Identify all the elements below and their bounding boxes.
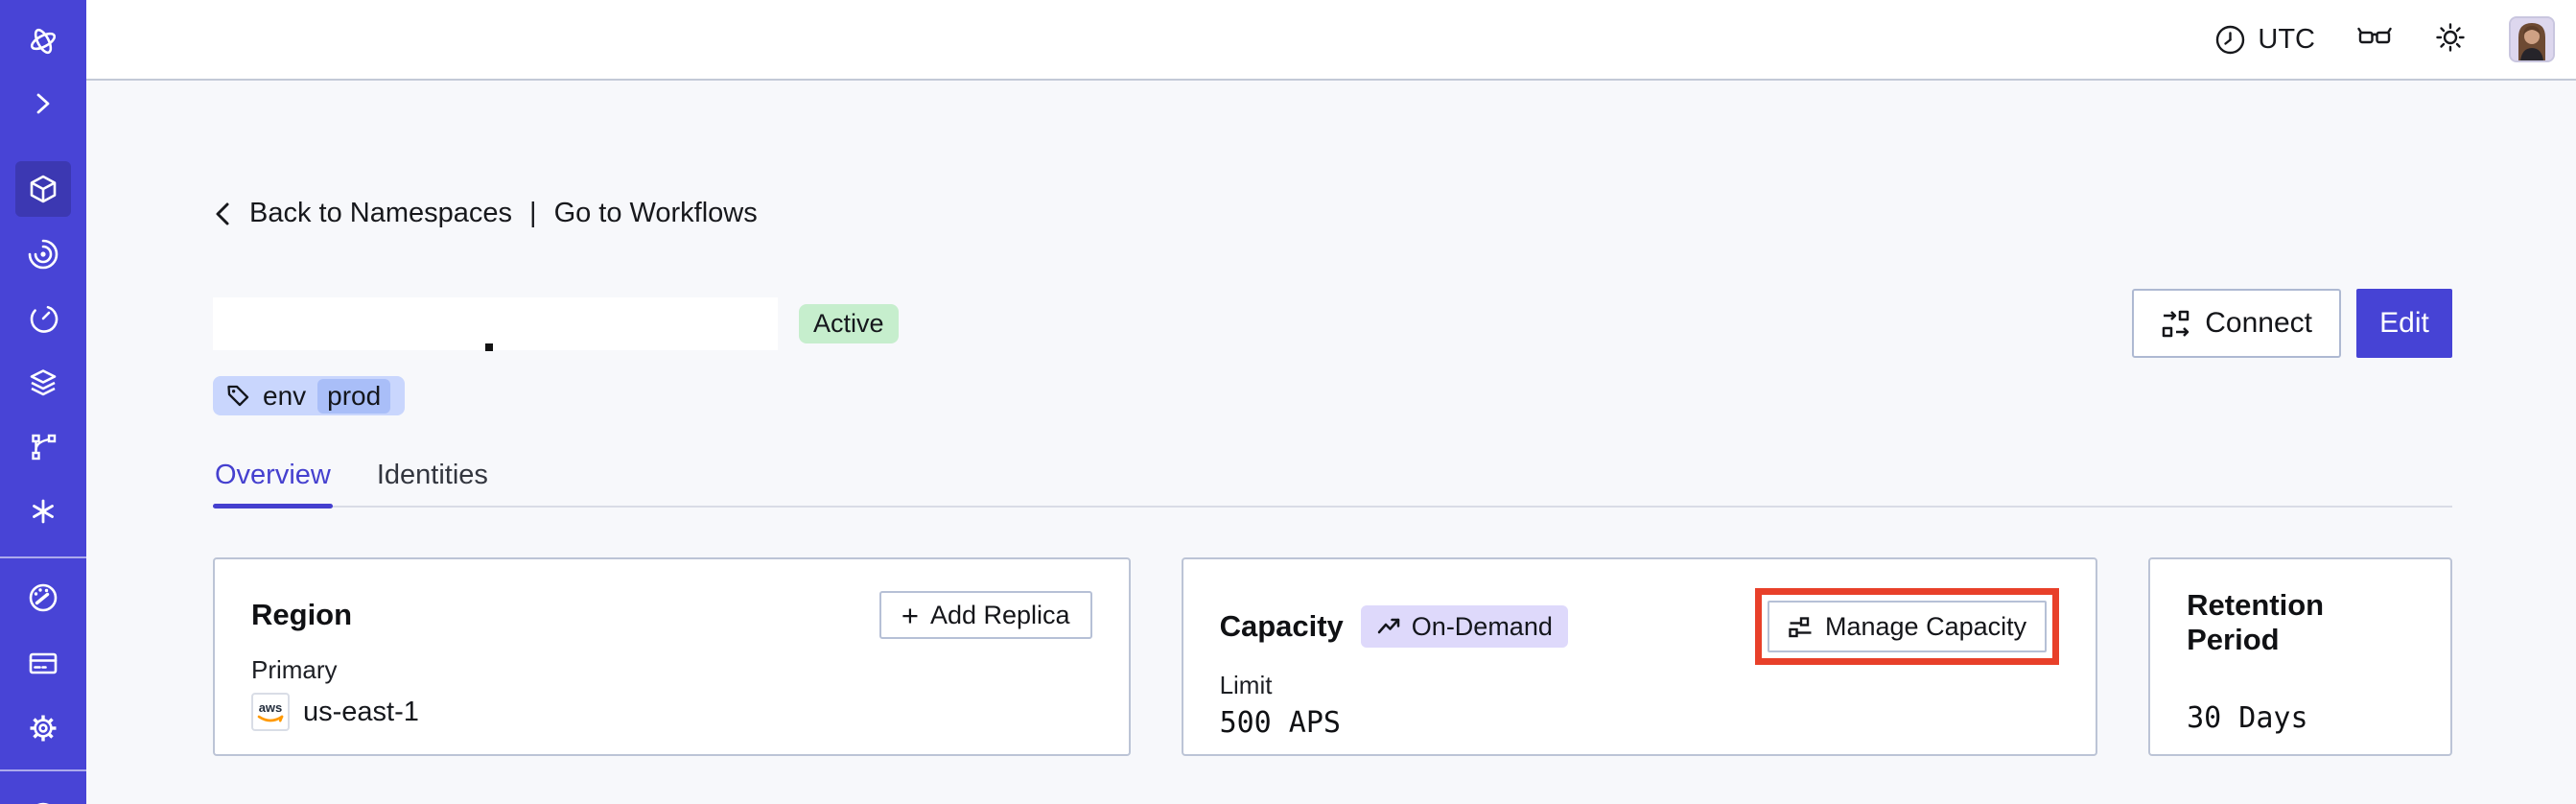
billing-card-icon xyxy=(29,652,58,674)
sidebar-item-settings[interactable] xyxy=(27,712,59,745)
settings-gear-icon xyxy=(30,715,57,742)
theme-toggle[interactable] xyxy=(2434,21,2467,59)
retention-card: Retention Period 30 Days xyxy=(2148,557,2452,756)
capacity-card: Capacity On-Demand xyxy=(1181,557,2098,756)
sidebar-expand-chevron-icon[interactable] xyxy=(27,87,59,120)
redaction-artifact xyxy=(485,343,493,351)
sidebar xyxy=(0,0,86,804)
sidebar-divider xyxy=(0,556,86,558)
labs-toggle[interactable] xyxy=(2357,25,2392,55)
capacity-value: 500 APS xyxy=(1219,706,1341,740)
breadcrumb-workflows-link[interactable]: Go to Workflows xyxy=(553,198,758,228)
plus-icon: + xyxy=(901,598,919,632)
sidebar-item-profile[interactable] xyxy=(27,789,59,804)
sidebar-item-billing[interactable] xyxy=(27,647,59,679)
schedules-timer-icon xyxy=(30,305,59,333)
tab-identities[interactable]: Identities xyxy=(376,460,488,490)
connect-icon xyxy=(2163,310,2190,337)
region-card: Region + Add Replica Primary aws xyxy=(213,557,1131,756)
temporal-logo[interactable] xyxy=(27,25,59,58)
user-avatar[interactable] xyxy=(2509,16,2555,62)
manage-capacity-label: Manage Capacity xyxy=(1825,611,2027,641)
capacity-card-title: Capacity xyxy=(1219,609,1344,643)
layers-icon xyxy=(30,369,57,396)
connect-label: Connect xyxy=(2205,307,2312,339)
usage-gauge-icon xyxy=(29,583,58,612)
sidebar-item-layers[interactable] xyxy=(27,367,59,399)
svg-text:aws: aws xyxy=(259,700,283,715)
tag-icon xyxy=(227,385,249,407)
main-content: Back to Namespaces | Go to Workflows Act… xyxy=(86,83,2576,804)
namespace-tag-chip[interactable]: env prod xyxy=(213,376,406,415)
namespaces-cube-icon xyxy=(30,175,57,203)
manage-capacity-button[interactable]: Manage Capacity xyxy=(1768,601,2048,652)
tag-key: env xyxy=(263,380,307,411)
nexus-asterisk-icon xyxy=(33,499,54,524)
timezone-selector[interactable]: UTC xyxy=(2214,24,2315,56)
ondemand-badge: On-Demand xyxy=(1360,605,1568,648)
timezone-label: UTC xyxy=(2258,23,2315,55)
breadcrumb: Back to Namespaces | Go to Workflows xyxy=(213,198,2452,229)
annotation-highlight: Manage Capacity xyxy=(1755,588,2060,665)
sidebar-item-deployments[interactable] xyxy=(27,431,59,463)
breadcrumb-divider: | xyxy=(529,198,537,228)
add-replica-button[interactable]: + Add Replica xyxy=(878,591,1092,639)
namespace-header: Active Connect Edit xyxy=(213,289,2452,358)
edit-button[interactable]: Edit xyxy=(2356,289,2452,358)
status-badge: Active xyxy=(799,303,899,343)
sliders-icon xyxy=(1789,616,1812,637)
tag-value: prod xyxy=(317,378,391,414)
aws-logo: aws xyxy=(251,693,290,731)
connect-button[interactable]: Connect xyxy=(2132,289,2341,358)
topbar: UTC xyxy=(86,0,2576,81)
namespace-title-redacted xyxy=(213,296,778,351)
avatar-image xyxy=(2511,18,2553,60)
sidebar-item-nexus[interactable] xyxy=(27,495,59,528)
sidebar-item-namespaces[interactable] xyxy=(15,161,71,217)
region-value: us-east-1 xyxy=(303,696,419,727)
sidebar-divider xyxy=(0,769,86,771)
primary-label: Primary xyxy=(251,655,338,684)
limit-label: Limit xyxy=(1219,671,1273,699)
tab-bar: Overview Identities xyxy=(213,460,2452,508)
back-chevron-icon[interactable] xyxy=(213,199,232,229)
sidebar-item-workflows[interactable] xyxy=(27,237,59,270)
deployments-branch-icon xyxy=(32,434,57,461)
retention-card-title: Retention Period xyxy=(2187,588,2325,656)
glasses-icon xyxy=(2357,27,2392,43)
tag-row: env prod xyxy=(213,376,2452,415)
add-replica-label: Add Replica xyxy=(929,600,1070,629)
workflows-spiral-icon xyxy=(28,239,59,270)
clock-icon xyxy=(2216,25,2245,54)
summary-cards: Region + Add Replica Primary aws xyxy=(213,557,2452,756)
sidebar-item-usage[interactable] xyxy=(27,581,59,614)
sidebar-item-schedules[interactable] xyxy=(27,302,59,335)
retention-value: 30 Days xyxy=(2187,701,2308,735)
tab-overview[interactable]: Overview xyxy=(213,460,333,508)
region-card-title: Region xyxy=(251,598,353,631)
breadcrumb-back-link[interactable]: Back to Namespaces xyxy=(249,198,513,228)
trend-up-icon xyxy=(1377,618,1400,633)
profile-partial-icon xyxy=(37,802,49,804)
brightness-icon xyxy=(2436,22,2465,52)
ondemand-label: On-Demand xyxy=(1411,611,1553,641)
